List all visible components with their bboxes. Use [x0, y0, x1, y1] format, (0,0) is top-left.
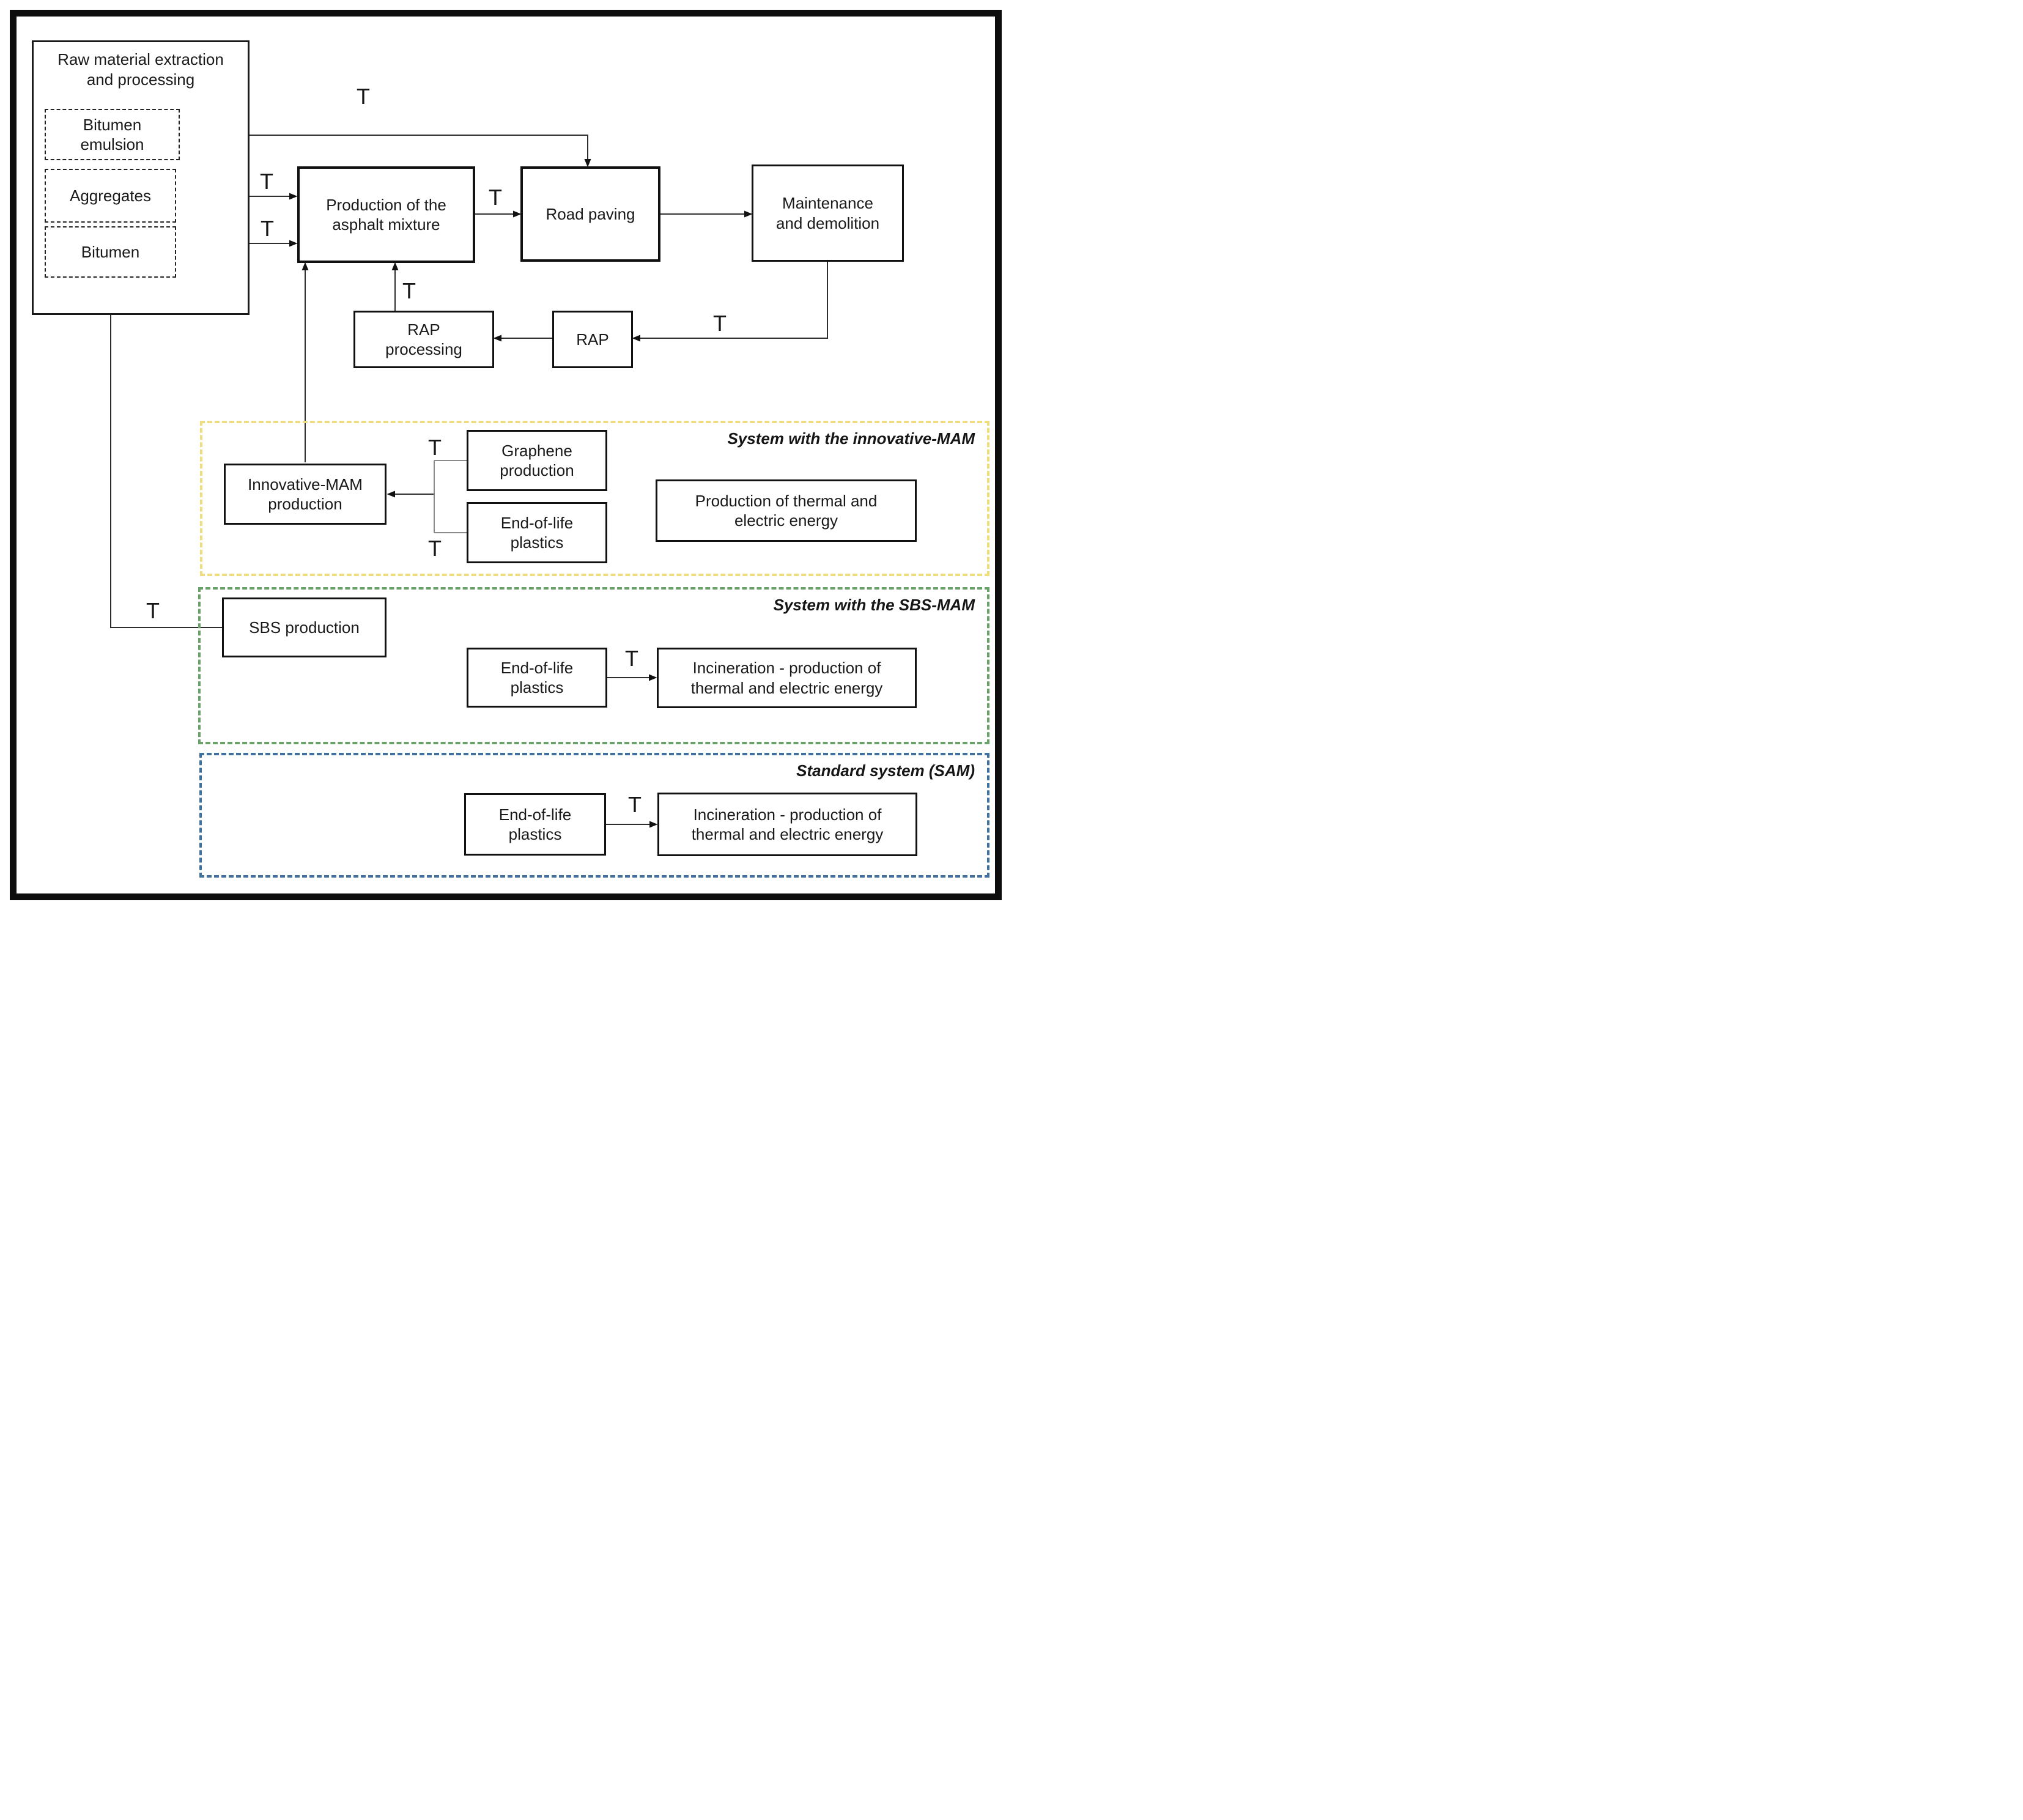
maintenance-demolition-label: Maintenance and demolition	[775, 194, 880, 232]
transport-label-sbs: T	[146, 598, 160, 623]
graphene-production-label: Graphene production	[500, 441, 574, 480]
sbs-production-box: SBS production	[222, 597, 386, 657]
road-paving-box: Road paving	[520, 166, 660, 262]
transport-label-maintenance-rap: T	[713, 311, 727, 336]
transport-label-emulsion-road: T	[357, 84, 370, 109]
bitumen-emulsion-box: Bitumen emulsion	[45, 109, 180, 160]
system-sbs-mam-title: System with the SBS-MAM	[773, 596, 975, 614]
thermal-electric-energy-box: Production of thermal and electric energ…	[656, 479, 917, 542]
graphene-production-box: Graphene production	[467, 430, 607, 491]
system-innovative-mam-container: System with the innovative-MAM	[200, 421, 989, 576]
innovative-mam-production-label: Innovative-MAM production	[248, 475, 363, 514]
bitumen-label: Bitumen	[81, 242, 140, 261]
transport-label-rap-processing: T	[402, 278, 416, 303]
transport-label-eol-incineration-sam: T	[628, 792, 642, 817]
raw-material-group-title: Raw material extraction and processing	[57, 50, 224, 89]
system-sam-title: Standard system (SAM)	[796, 761, 975, 780]
rap-box: RAP	[552, 311, 633, 368]
eol-plastics-box-sbs: End-of-life plastics	[467, 648, 607, 708]
incineration-label-sbs: Incineration - production of thermal and…	[690, 659, 883, 697]
system-innovative-mam-title: System with the innovative-MAM	[727, 429, 975, 448]
asphalt-mixture-production-box: Production of the asphalt mixture	[297, 166, 475, 263]
bitumen-box: Bitumen	[45, 226, 176, 278]
maintenance-demolition-box: Maintenance and demolition	[752, 165, 904, 262]
incineration-box-sam: Incineration - production of thermal and…	[657, 793, 917, 856]
eol-plastics-box-innovative: End-of-life plastics	[467, 502, 607, 563]
road-paving-label: Road paving	[546, 204, 635, 223]
system-sbs-mam-container: System with the SBS-MAM	[198, 587, 989, 744]
transport-label-bitumen: T	[261, 216, 274, 241]
rap-label: RAP	[576, 330, 609, 349]
rap-processing-label: RAP processing	[385, 320, 462, 359]
eol-plastics-label-sam: End-of-life plastics	[498, 805, 572, 844]
transport-label-graphene: T	[428, 435, 442, 460]
eol-plastics-label-innovative: End-of-life plastics	[500, 513, 574, 552]
innovative-mam-production-box: Innovative-MAM production	[224, 464, 386, 525]
thermal-electric-energy-label: Production of thermal and electric energ…	[695, 491, 878, 530]
eol-plastics-box-sam: End-of-life plastics	[464, 793, 606, 856]
transport-label-eol-innovative: T	[428, 536, 442, 561]
transport-label-eol-incineration-sbs: T	[625, 646, 638, 671]
incineration-label-sam: Incineration - production of thermal and…	[691, 805, 884, 844]
transport-label-asphalt-road: T	[489, 185, 502, 210]
lca-system-diagram: System with the innovative-MAM System wi…	[0, 0, 1011, 910]
eol-plastics-label-sbs: End-of-life plastics	[500, 658, 574, 697]
rap-processing-box: RAP processing	[353, 311, 494, 368]
bitumen-emulsion-label: Bitumen emulsion	[80, 115, 144, 154]
transport-label-aggregates: T	[260, 169, 273, 194]
aggregates-box: Aggregates	[45, 169, 176, 223]
aggregates-label: Aggregates	[70, 186, 151, 205]
incineration-box-sbs: Incineration - production of thermal and…	[657, 648, 917, 708]
asphalt-mixture-production-label: Production of the asphalt mixture	[326, 195, 446, 234]
system-sam-container: Standard system (SAM)	[199, 753, 989, 878]
sbs-production-label: SBS production	[249, 618, 360, 637]
